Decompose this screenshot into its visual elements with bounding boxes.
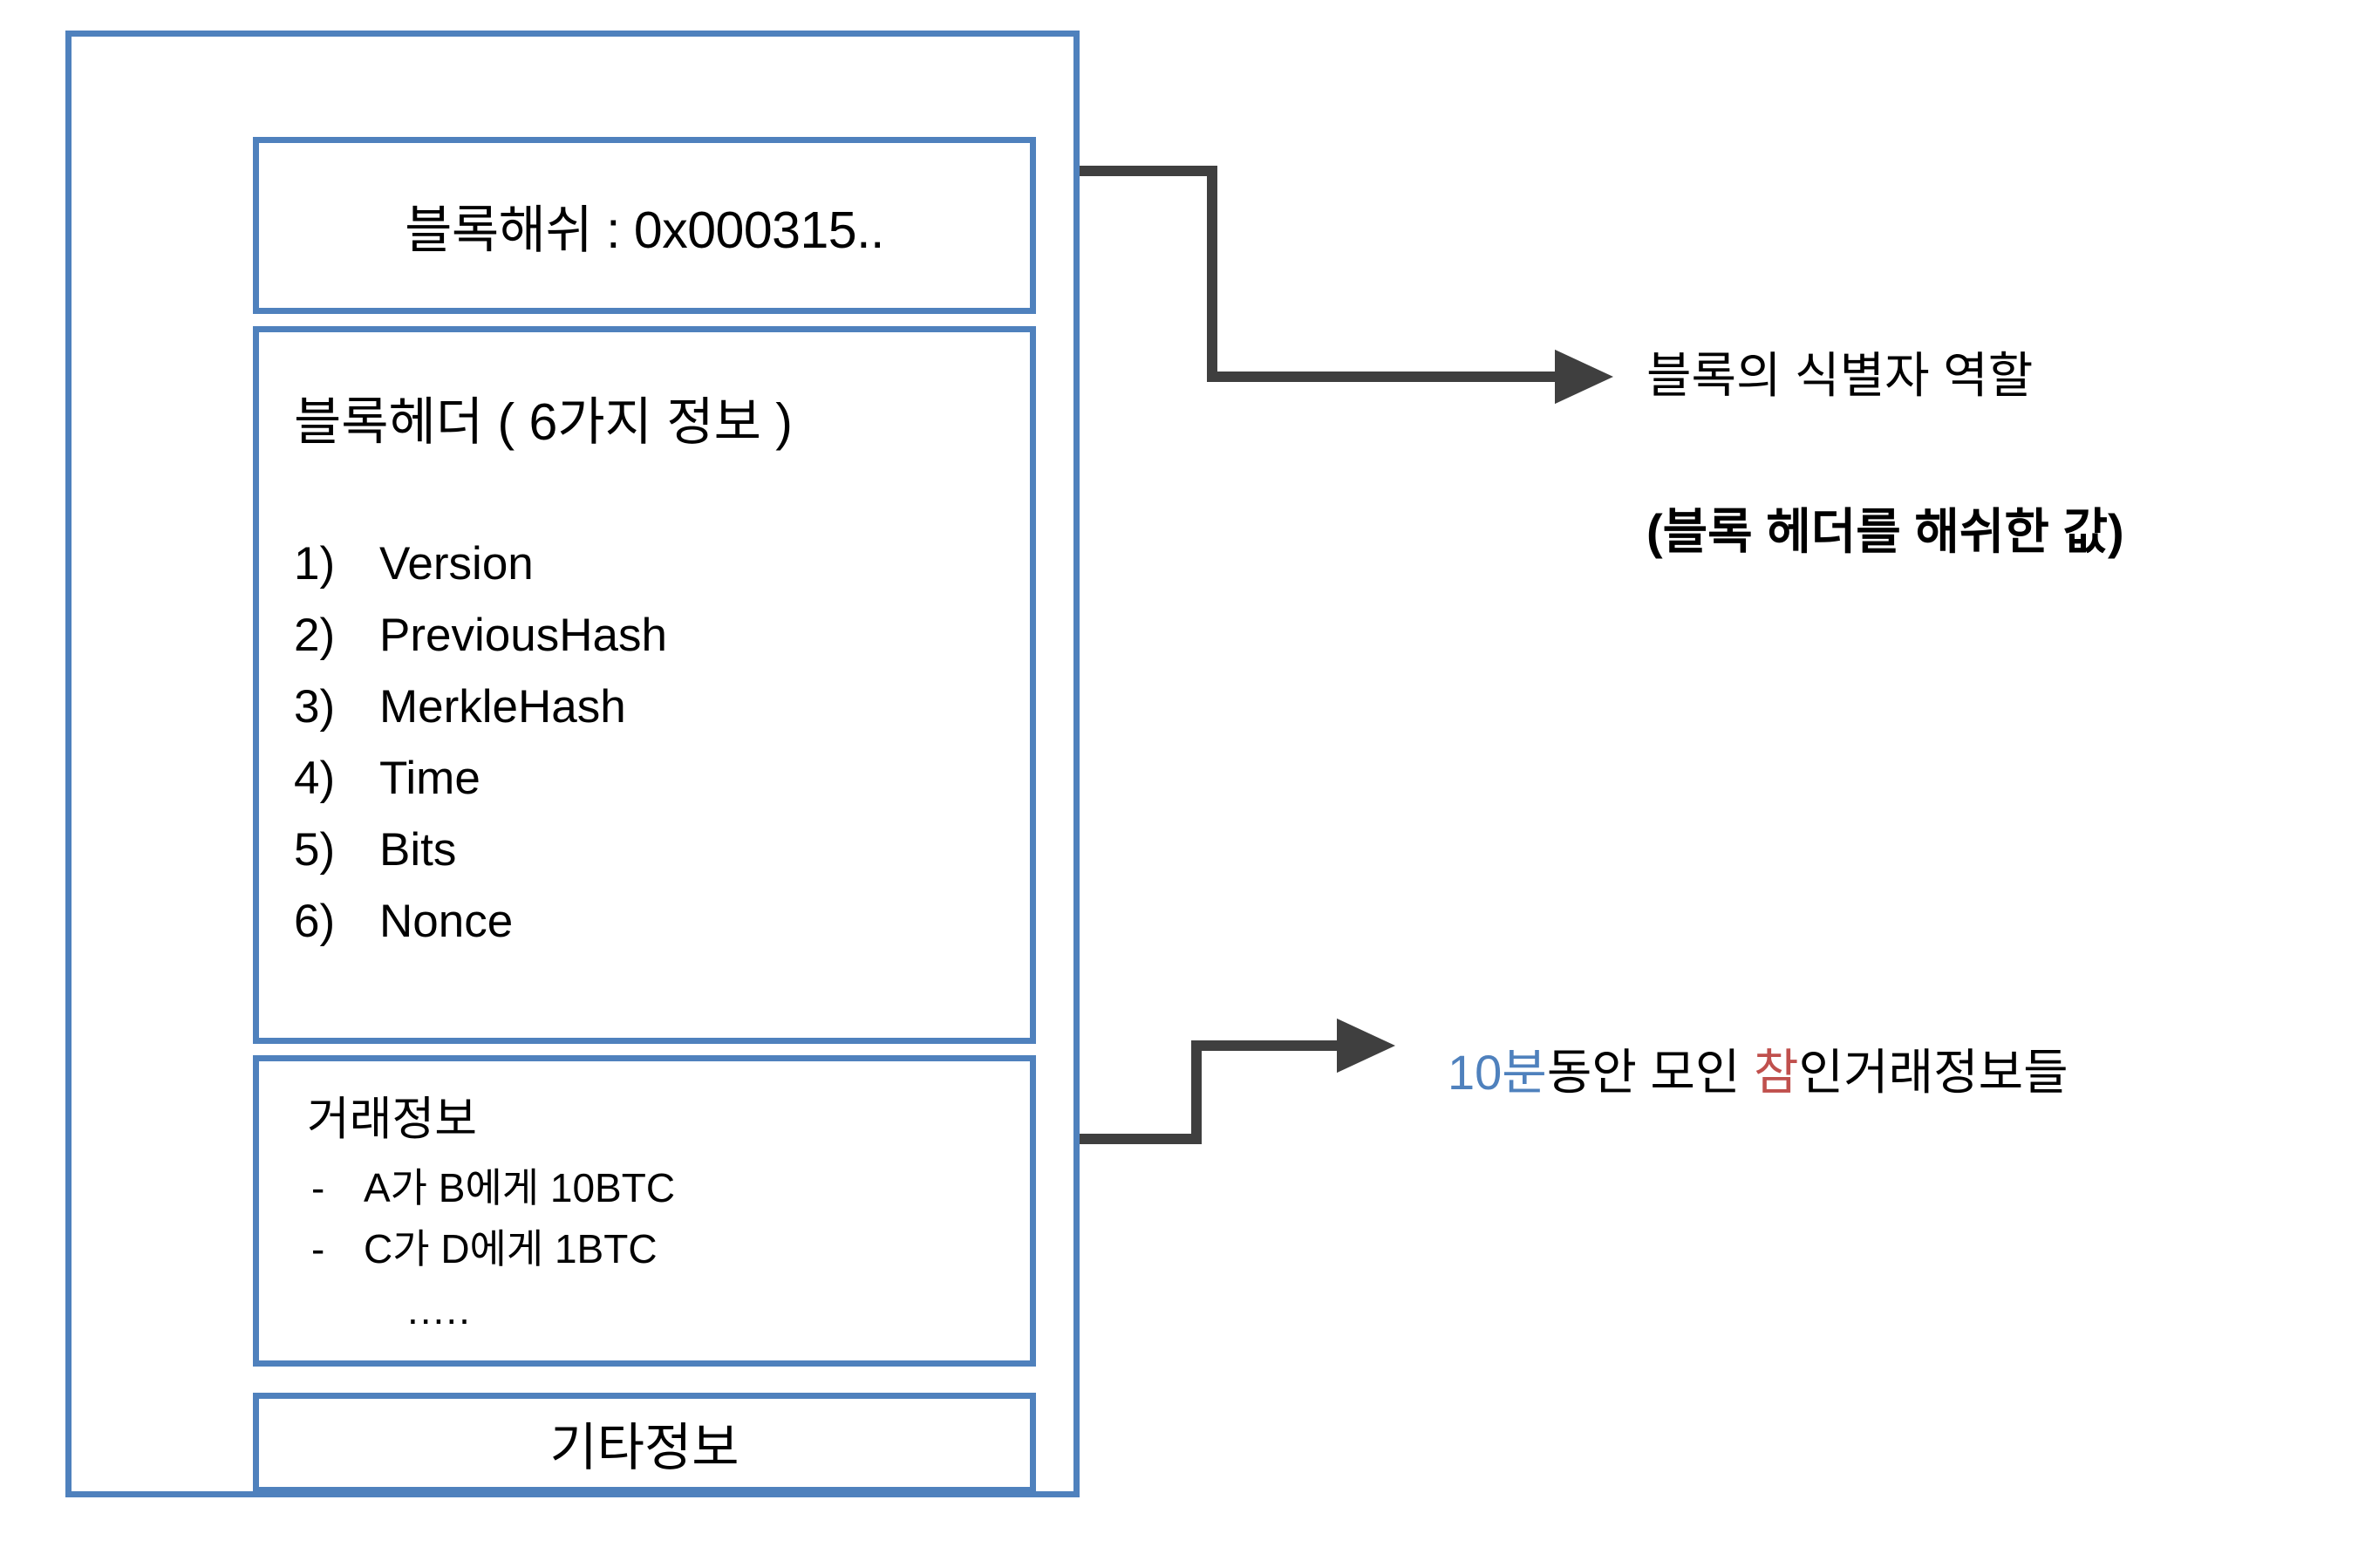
field-name: Nonce [379, 896, 514, 947]
block-hash-label: 블록해쉬 : 0x000315.. [405, 201, 884, 259]
field-name: Version [379, 538, 534, 590]
block-hash-panel: 블록해쉬 : 0x000315.. [253, 137, 1036, 314]
field-name: Time [379, 753, 480, 804]
transaction-text: A가 B에게 10BTC [364, 1165, 676, 1210]
field-name: PreviousHash [379, 610, 667, 661]
list-item: 2) PreviousHash [294, 600, 667, 672]
field-number: 5) [294, 824, 336, 876]
etc-info-panel: 기타정보 [253, 1393, 1036, 1493]
list-item: - C가 D에게 1BTC [311, 1218, 675, 1279]
note-ten-minutes: 10분동안 모인 참인거래정보들 [1448, 1033, 2068, 1104]
list-item: 1) Version [294, 528, 667, 600]
note-segment-blue: 10분 [1448, 1045, 1547, 1100]
note-hashed-value: (블록 헤더를 해쉬한 값) [1646, 504, 2124, 559]
field-number: 3) [294, 681, 336, 733]
note-segment-mid: 동안 모인 [1546, 1045, 1755, 1100]
block-container: 블록해쉬 : 0x000315.. 블록헤더 ( 6가지 정보 ) 1) Ver… [65, 31, 1080, 1497]
block-header-field-list: 1) Version 2) PreviousHash 3) MerkleHash… [294, 528, 667, 958]
note-identifier-role: 블록의 식별자 역할 [1646, 348, 2034, 403]
field-name: Bits [379, 824, 457, 876]
list-item: 3) MerkleHash [294, 672, 667, 743]
list-item: 4) Time [294, 743, 667, 815]
transaction-panel: 거래정보 - A가 B에게 10BTC - C가 D에게 1BTC ..... [253, 1055, 1036, 1367]
connector-blockhash-to-note [998, 166, 1613, 405]
etc-info-label: 기타정보 [549, 1419, 739, 1476]
note-segment-tail: 인거래정보들 [1798, 1045, 2068, 1100]
transaction-ellipsis: ..... [407, 1287, 472, 1333]
note-segment-red: 참 [1754, 1045, 1799, 1100]
list-item: - A가 B에게 10BTC [311, 1157, 675, 1218]
bullet-dash: - [311, 1226, 325, 1271]
list-item: 5) Bits [294, 815, 667, 886]
field-number: 1) [294, 538, 336, 590]
transaction-text: C가 D에게 1BTC [364, 1226, 658, 1271]
block-header-panel: 블록헤더 ( 6가지 정보 ) 1) Version 2) PreviousHa… [253, 326, 1036, 1044]
field-name: MerkleHash [379, 681, 626, 733]
block-header-title: 블록헤더 ( 6가지 정보 ) [294, 393, 793, 451]
field-number: 2) [294, 610, 336, 661]
transaction-title: 거래정보 [307, 1094, 478, 1145]
field-number: 4) [294, 753, 336, 804]
transaction-list: - A가 B에게 10BTC - C가 D에게 1BTC [311, 1157, 675, 1279]
list-item: 6) Nonce [294, 886, 667, 958]
bullet-dash: - [311, 1165, 325, 1210]
field-number: 6) [294, 896, 336, 947]
